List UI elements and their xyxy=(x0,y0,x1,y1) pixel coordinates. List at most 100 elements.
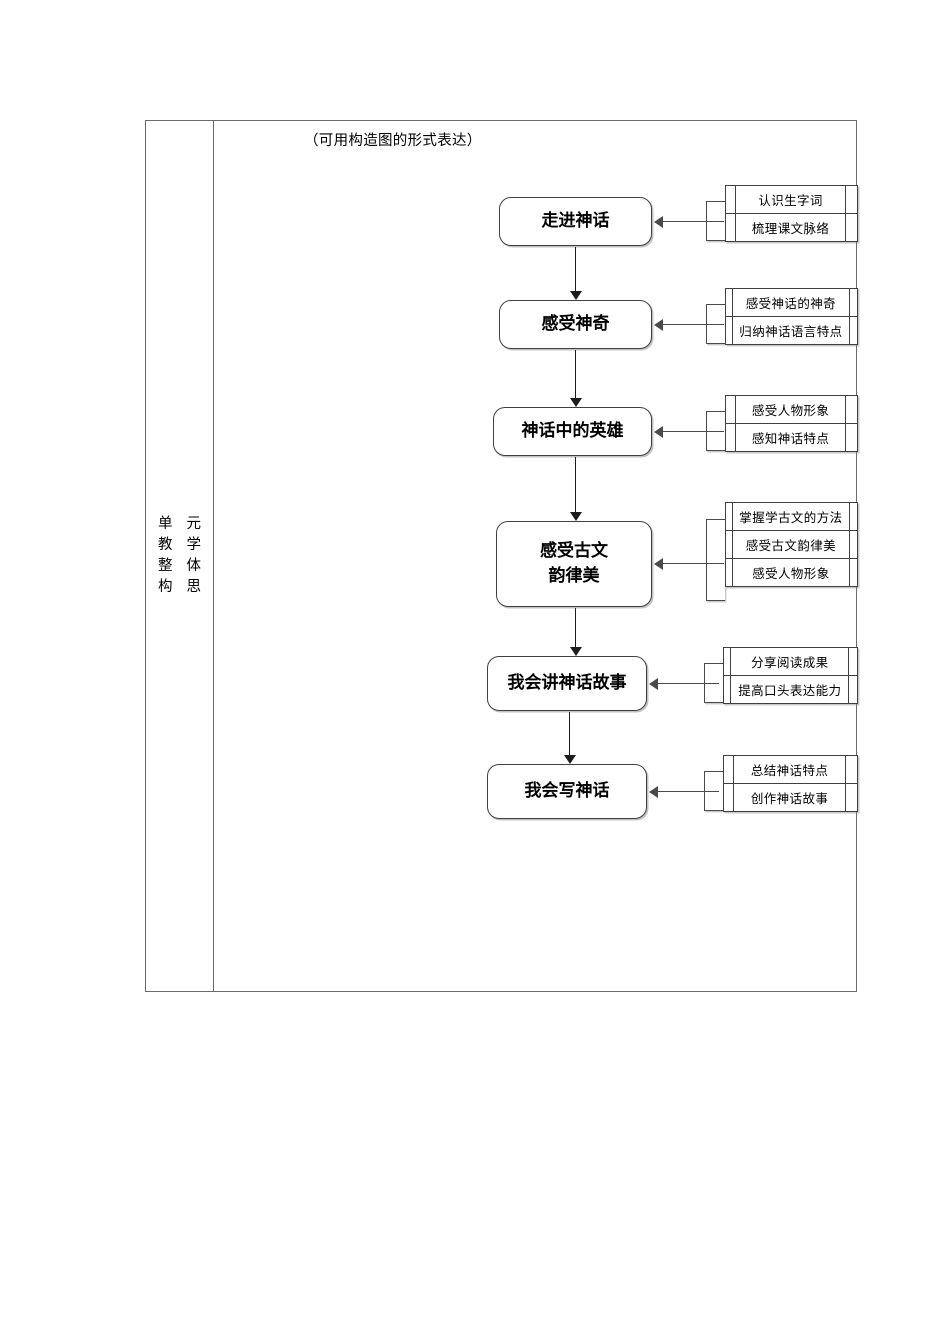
table-row: 感受古文韵律美 xyxy=(725,530,858,559)
flow-arrow-2-to-3 xyxy=(570,350,582,407)
arrowhead-icon xyxy=(570,398,582,407)
detail-pad-left xyxy=(725,423,736,452)
table-row: 掌握学古文的方法 xyxy=(725,502,858,531)
table-row: 提高口头表达能力 xyxy=(722,675,858,704)
row-label-char-4: 学 xyxy=(186,536,202,553)
row-label-char-1: 单 xyxy=(158,515,173,532)
row-label-char-3: 教 xyxy=(158,536,173,553)
detail-cell-4-1: 掌握学古文的方法 xyxy=(731,502,851,531)
detail-pad-left xyxy=(725,316,733,345)
detail-cell-2-1: 感受神话的神奇 xyxy=(731,288,851,317)
flow-node-1-label: 走进神话 xyxy=(541,211,610,232)
flow-node-4-label-group: 感受古文 韵律美 xyxy=(540,539,608,588)
detail-cell-1-2: 梳理课文脉络 xyxy=(734,213,847,242)
detail-cell-3-1: 感受人物形象 xyxy=(734,395,847,424)
detail-pad-right xyxy=(848,647,858,676)
detail-pad-right xyxy=(845,185,858,214)
arrow-shaft xyxy=(656,791,719,793)
bracket-connector-6 xyxy=(704,771,723,811)
arrow-shaft xyxy=(575,350,577,400)
arrowhead-icon xyxy=(649,786,658,798)
detail-table-6: 总结神话特点 创作神话故事 xyxy=(722,755,859,812)
flow-arrow-3-to-4 xyxy=(570,457,582,521)
row-label-char-7: 构 xyxy=(158,579,173,596)
detail-pad-right xyxy=(844,783,859,812)
detail-pad-left xyxy=(722,675,732,704)
detail-pad-right xyxy=(849,316,858,345)
arrowhead-icon xyxy=(570,647,582,656)
row-label-char-5: 整 xyxy=(158,558,173,574)
detail-pad-left xyxy=(725,288,733,317)
table-row: 归纳神话语言特点 xyxy=(725,316,858,345)
detail-pad-right xyxy=(845,395,858,424)
arrow-shaft xyxy=(661,324,724,326)
arrow-shaft xyxy=(656,683,719,685)
detail-pad-right xyxy=(849,288,858,317)
row-label-char-2: 元 xyxy=(186,515,202,532)
flow-arrow-5-to-6 xyxy=(564,712,576,764)
flow-node-3-label: 神话中的英雄 xyxy=(521,421,624,442)
arrow-shaft xyxy=(661,431,724,433)
detail-cell-4-2: 感受古文韵律美 xyxy=(731,530,851,559)
row-label-char-8: 思 xyxy=(186,579,202,596)
arrow-shaft xyxy=(661,563,724,565)
flow-diagram: 走进神话 认识生字词 梳理课文脉络 xyxy=(214,121,859,993)
arrowhead-icon xyxy=(649,678,658,690)
flow-node-6-label: 我会写神话 xyxy=(524,781,610,802)
connector-arrow-1 xyxy=(654,216,724,228)
arrow-shaft xyxy=(661,221,724,223)
arrowhead-icon xyxy=(654,216,663,228)
flow-node-2-label: 感受神奇 xyxy=(541,314,610,335)
content-cell: （可用构造图的形式表达） 走进神话 认识生字词 梳理课文脉络 xyxy=(214,121,859,993)
flow-node-4-label-line2: 韵律美 xyxy=(548,566,600,586)
detail-pad-left xyxy=(725,395,736,424)
table-row: 分享阅读成果 xyxy=(722,647,858,676)
flow-node-5[interactable]: 我会讲神话故事 xyxy=(487,656,647,711)
arrowhead-icon xyxy=(654,319,663,331)
unit-design-table: 单 元 教 学 整 体 构 思 （可用构造图的形式表达） 走进神话 xyxy=(145,120,859,993)
arrowhead-icon xyxy=(654,558,663,570)
flow-node-3[interactable]: 神话中的英雄 xyxy=(493,407,652,456)
connector-arrow-4 xyxy=(654,558,724,570)
table-row: 感受人物形象 xyxy=(725,558,858,587)
detail-pad-right xyxy=(849,530,858,559)
detail-cell-5-2: 提高口头表达能力 xyxy=(730,675,850,704)
bracket-connector-2 xyxy=(706,304,725,344)
flow-node-5-label: 我会讲神话故事 xyxy=(507,673,627,694)
flow-arrow-1-to-2 xyxy=(570,247,582,300)
table-row: 感受人物形象 xyxy=(725,395,858,424)
flow-node-1[interactable]: 走进神话 xyxy=(499,197,652,246)
arrow-shaft xyxy=(575,247,577,293)
detail-pad-right xyxy=(845,213,858,242)
arrow-shaft xyxy=(575,608,577,649)
row-label-grid: 单 元 教 学 整 体 构 思 xyxy=(158,515,202,596)
cell-divider-stub-bottom xyxy=(856,828,858,991)
flow-arrow-4-to-5 xyxy=(570,608,582,656)
detail-cell-1-1: 认识生字词 xyxy=(734,185,847,214)
flow-node-4[interactable]: 感受古文 韵律美 xyxy=(496,521,652,607)
connector-arrow-3 xyxy=(654,426,724,438)
bracket-connector-5 xyxy=(704,663,723,703)
connector-arrow-6 xyxy=(649,786,719,798)
detail-table-3: 感受人物形象 感知神话特点 xyxy=(725,395,858,452)
flow-node-2[interactable]: 感受神奇 xyxy=(499,300,652,349)
detail-pad-right xyxy=(849,502,858,531)
bracket-connector-4 xyxy=(706,519,725,601)
detail-pad-left xyxy=(725,530,733,559)
arrowhead-icon xyxy=(570,291,582,300)
detail-table-4: 掌握学古文的方法 感受古文韵律美 感受人物形象 xyxy=(725,502,858,587)
flow-node-6[interactable]: 我会写神话 xyxy=(487,764,647,819)
detail-pad-left xyxy=(725,213,736,242)
detail-table-2: 感受神话的神奇 归纳神话语言特点 xyxy=(725,288,858,345)
diagram-caption: （可用构造图的形式表达） xyxy=(304,133,482,149)
detail-pad-right xyxy=(848,675,858,704)
detail-cell-6-2: 创作神话故事 xyxy=(733,783,846,812)
bracket-connector-1 xyxy=(706,201,725,241)
detail-pad-right xyxy=(844,755,859,784)
table-row: 创作神话故事 xyxy=(722,783,859,812)
table-row: 认识生字词 xyxy=(725,185,858,214)
arrowhead-icon xyxy=(654,426,663,438)
row-label-cell: 单 元 教 学 整 体 构 思 xyxy=(146,121,214,991)
detail-pad-right xyxy=(845,423,858,452)
detail-cell-3-2: 感知神话特点 xyxy=(734,423,847,452)
